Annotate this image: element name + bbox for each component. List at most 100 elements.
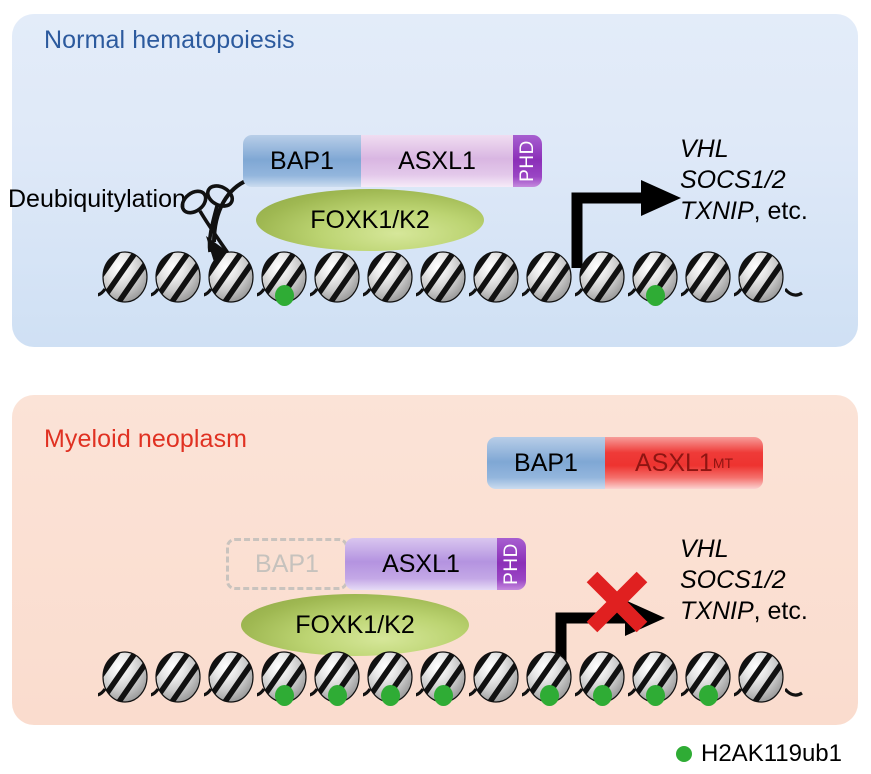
- nucleosome-icon: [619, 651, 678, 703]
- segment-asxl1-mt-label: ASXL1: [634, 448, 713, 477]
- transcription-start-arrow-normal: [571, 180, 681, 268]
- segment-asxl1-label: ASXL1: [398, 146, 476, 175]
- nucleosome: [725, 649, 788, 705]
- nucleosome-icon: [566, 251, 625, 303]
- nucleosome: [195, 649, 258, 705]
- nucleosome-icon: [354, 251, 413, 303]
- nucleosome-icon: [354, 651, 413, 703]
- nucleosome-icon: [89, 251, 148, 303]
- h2ak119ub1-mark: [275, 285, 294, 306]
- gene-line-3: TXNIP, etc.: [680, 196, 808, 227]
- target-genes-neoplasm: VHL SOCS1/2 TXNIP, etc.: [680, 534, 808, 627]
- bap1-asxl1-complex-normal[interactable]: BAP1 ASXL1 PHD: [243, 135, 542, 187]
- panel-title-normal-hematopoiesis: Normal hematopoiesis: [44, 26, 295, 54]
- nucleosome-icon: [248, 651, 307, 703]
- segment-asxl1-neoplasm[interactable]: ASXL1: [345, 538, 497, 590]
- h2ak119ub1-mark: [328, 685, 347, 706]
- segment-phd-label: PHD: [516, 140, 538, 182]
- nucleosome: [460, 649, 523, 705]
- nucleosome: [513, 249, 576, 305]
- nucleosome: [354, 649, 417, 705]
- segment-phd-neoplasm[interactable]: PHD: [497, 538, 526, 590]
- h2ak119ub1-mark: [699, 685, 718, 706]
- nucleosome-icon: [460, 251, 519, 303]
- h2ak119ub1-mark: [434, 685, 453, 706]
- nucleosome: [513, 649, 576, 705]
- segment-bap1-absent-label: BAP1: [255, 549, 319, 578]
- gene-line-1: VHL: [680, 134, 808, 165]
- segment-bap1-absent[interactable]: BAP1: [226, 538, 348, 590]
- nucleosome: [566, 249, 629, 305]
- nucleosome: [407, 249, 470, 305]
- nucleosome: [142, 249, 205, 305]
- nucleosome: [301, 249, 364, 305]
- gene-socs: SOCS1/2: [680, 166, 786, 194]
- segment-phd[interactable]: PHD: [513, 135, 542, 187]
- nucleosome-icon: [301, 251, 360, 303]
- linker-dna: [785, 287, 803, 297]
- h2ak119ub1-mark: [540, 685, 559, 706]
- gene-txnip-suffix: , etc.: [753, 197, 808, 225]
- gene-line-2-neoplasm: SOCS1/2: [680, 565, 808, 596]
- foxk1-k2-neoplasm-label: FOXK1/K2: [295, 610, 415, 639]
- nucleosome: [619, 649, 682, 705]
- h2ak119ub1-mark: [646, 685, 665, 706]
- gene-txnip-neoplasm: TXNIP: [680, 597, 754, 625]
- nucleosome-icon: [195, 651, 254, 703]
- nucleosome: [89, 249, 152, 305]
- nucleosome: [142, 649, 205, 705]
- gene-line-2: SOCS1/2: [680, 165, 808, 196]
- segment-bap1-mutant-label: BAP1: [514, 448, 578, 477]
- foxk1-k2-cofactor-normal[interactable]: FOXK1/K2: [256, 189, 484, 251]
- segment-asxl1-mt-superscript: MT: [712, 455, 734, 471]
- h2ak119ub1-mark: [275, 685, 294, 706]
- nucleosome-icon: [142, 251, 201, 303]
- gene-txnip-neoplasm-suffix: , etc.: [753, 597, 808, 625]
- segment-bap1[interactable]: BAP1: [243, 135, 361, 187]
- nucleosome-icon: [513, 251, 572, 303]
- segment-phd-neoplasm-label: PHD: [500, 543, 522, 585]
- nucleosome-icon: [89, 651, 148, 703]
- h2ak119ub1-mark: [593, 685, 612, 706]
- legend-label: H2AK119ub1: [701, 740, 842, 767]
- foxk1-k2-label: FOXK1/K2: [310, 205, 430, 234]
- gene-line-1-neoplasm: VHL: [680, 534, 808, 565]
- h2ak119ub1-mark: [646, 285, 665, 306]
- h2ak119ub1-mark: [381, 685, 400, 706]
- segment-bap1-mutant[interactable]: BAP1: [487, 437, 605, 489]
- linker-dna: [785, 687, 803, 697]
- segment-asxl1[interactable]: ASXL1: [361, 135, 513, 187]
- nucleosome-icon: [195, 251, 254, 303]
- asxl1-complex-neoplasm[interactable]: BAP1 ASXL1 PHD: [226, 538, 526, 590]
- gene-vhl-neoplasm: VHL: [680, 535, 729, 563]
- legend-h2ak119ub1: H2AK119ub1: [676, 740, 842, 768]
- nucleosome-icon: [619, 251, 678, 303]
- nucleosome: [460, 249, 523, 305]
- nucleosome-icon: [725, 651, 784, 703]
- chromatin-fiber-normal: [89, 249, 803, 307]
- gene-socs-neoplasm: SOCS1/2: [680, 566, 786, 594]
- nucleosome-icon: [725, 251, 784, 303]
- foxk1-k2-cofactor-neoplasm[interactable]: FOXK1/K2: [241, 594, 469, 656]
- gene-txnip: TXNIP: [680, 197, 754, 225]
- nucleosome: [89, 649, 152, 705]
- nucleosome-icon: [672, 251, 731, 303]
- transcription-blocked-x-icon: [586, 571, 648, 633]
- nucleosome-icon: [142, 651, 201, 703]
- nucleosome-icon: [566, 651, 625, 703]
- nucleosome: [248, 649, 311, 705]
- panel-title-myeloid-neoplasm: Myeloid neoplasm: [44, 425, 248, 453]
- gene-vhl: VHL: [680, 135, 729, 163]
- nucleosome: [195, 249, 258, 305]
- nucleosome-icon: [407, 251, 466, 303]
- green-circle-icon: [676, 746, 692, 762]
- target-genes-normal: VHL SOCS1/2 TXNIP, etc.: [680, 134, 808, 227]
- nucleosome: [566, 649, 629, 705]
- segment-asxl1-neoplasm-label: ASXL1: [382, 549, 460, 578]
- nucleosome: [354, 249, 417, 305]
- segment-bap1-label: BAP1: [270, 146, 334, 175]
- chromatin-fiber-neoplasm: [89, 649, 803, 707]
- nucleosome-icon: [513, 651, 572, 703]
